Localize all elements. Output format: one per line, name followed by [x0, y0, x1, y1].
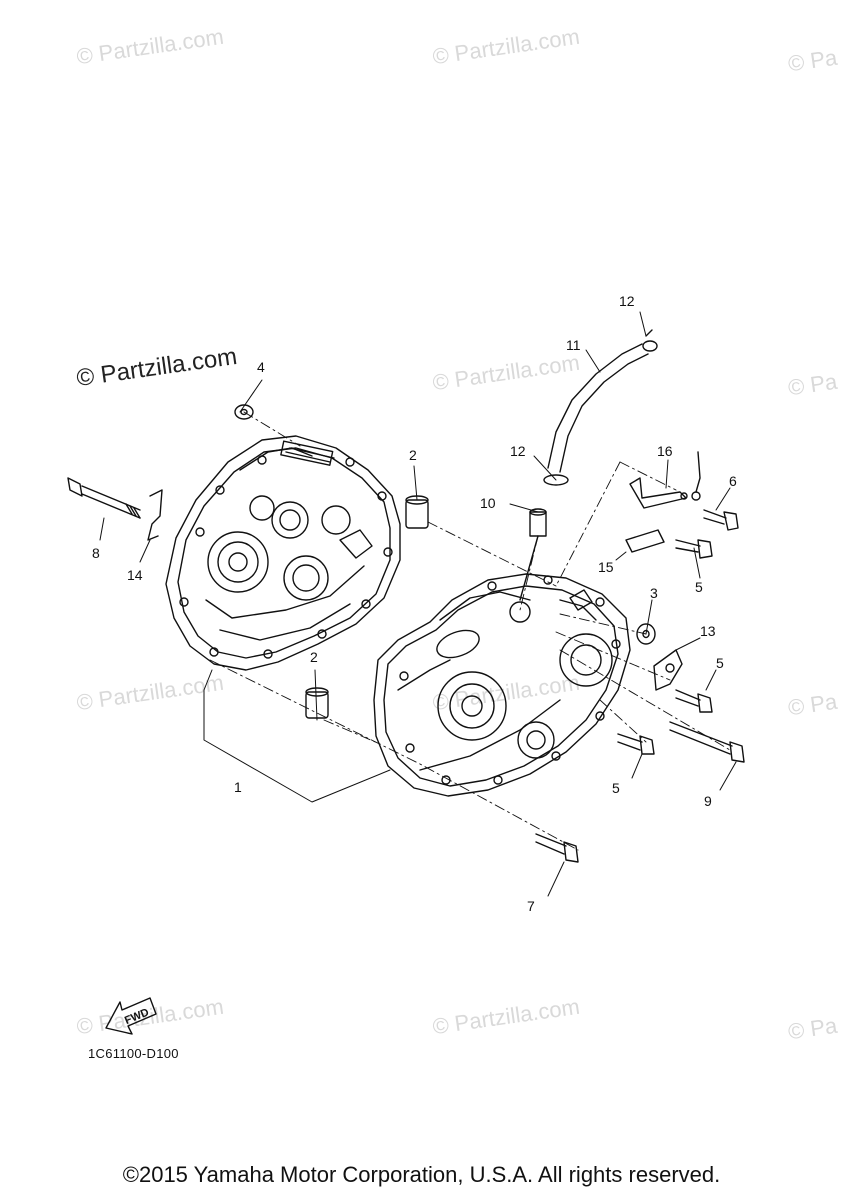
fwd-label: FWD [123, 1006, 151, 1027]
plate-15 [625, 529, 665, 553]
diagram-code: 1C61100-D100 [88, 1046, 179, 1061]
left-crankcase-half [165, 435, 401, 671]
ground-wire [691, 451, 701, 501]
callout-5-lower: 5 [612, 780, 620, 796]
callout-13: 13 [700, 623, 716, 639]
callout-7: 7 [527, 898, 535, 914]
callout-8: 8 [92, 545, 100, 561]
callout-14: 14 [127, 567, 143, 583]
dowel-pin-upper [405, 495, 429, 529]
breather-hose [547, 343, 649, 473]
copyright-notice: ©2015 Yamaha Motor Corporation, U.S.A. A… [122, 1162, 721, 1187]
bolt-7 [535, 833, 579, 863]
callout-numbers: 1 2 2 3 4 5 5 5 6 7 8 9 10 11 12 12 13 1… [92, 293, 737, 914]
fwd-arrow-icon: FWD [105, 997, 157, 1035]
callout-5-middle: 5 [716, 655, 724, 671]
bracket-13 [653, 649, 683, 691]
callout-15: 15 [598, 559, 614, 575]
assembly-chain-lines [209, 411, 731, 851]
bolt-6 [703, 509, 739, 531]
callout-6: 6 [729, 473, 737, 489]
callout-11: 11 [566, 337, 581, 353]
bolt-long-left [67, 477, 141, 519]
washer-top [234, 404, 254, 420]
callout-2-upper: 2 [409, 447, 417, 463]
bracket-16 [629, 477, 688, 509]
hose-clamp-upper [642, 329, 658, 352]
washer-side [636, 623, 656, 645]
leader-lines [99, 311, 737, 897]
callout-10: 10 [480, 495, 496, 511]
hose-clamp-lower [543, 474, 569, 486]
callout-16: 16 [657, 443, 673, 459]
callout-9: 9 [704, 793, 712, 809]
right-crankcase-half [373, 573, 631, 797]
callout-5-upper: 5 [695, 579, 703, 595]
bolt-9 [669, 721, 745, 763]
callout-1: 1 [234, 779, 242, 795]
callout-3: 3 [650, 585, 658, 601]
callout-4: 4 [257, 359, 265, 375]
bolt-5-middle [675, 689, 713, 713]
callout-12-upper: 12 [619, 293, 635, 309]
bolt-5-lower [617, 733, 655, 755]
clip-bracket [147, 489, 163, 541]
callout-12-lower: 12 [510, 443, 526, 459]
callout-2-lower: 2 [310, 649, 318, 665]
